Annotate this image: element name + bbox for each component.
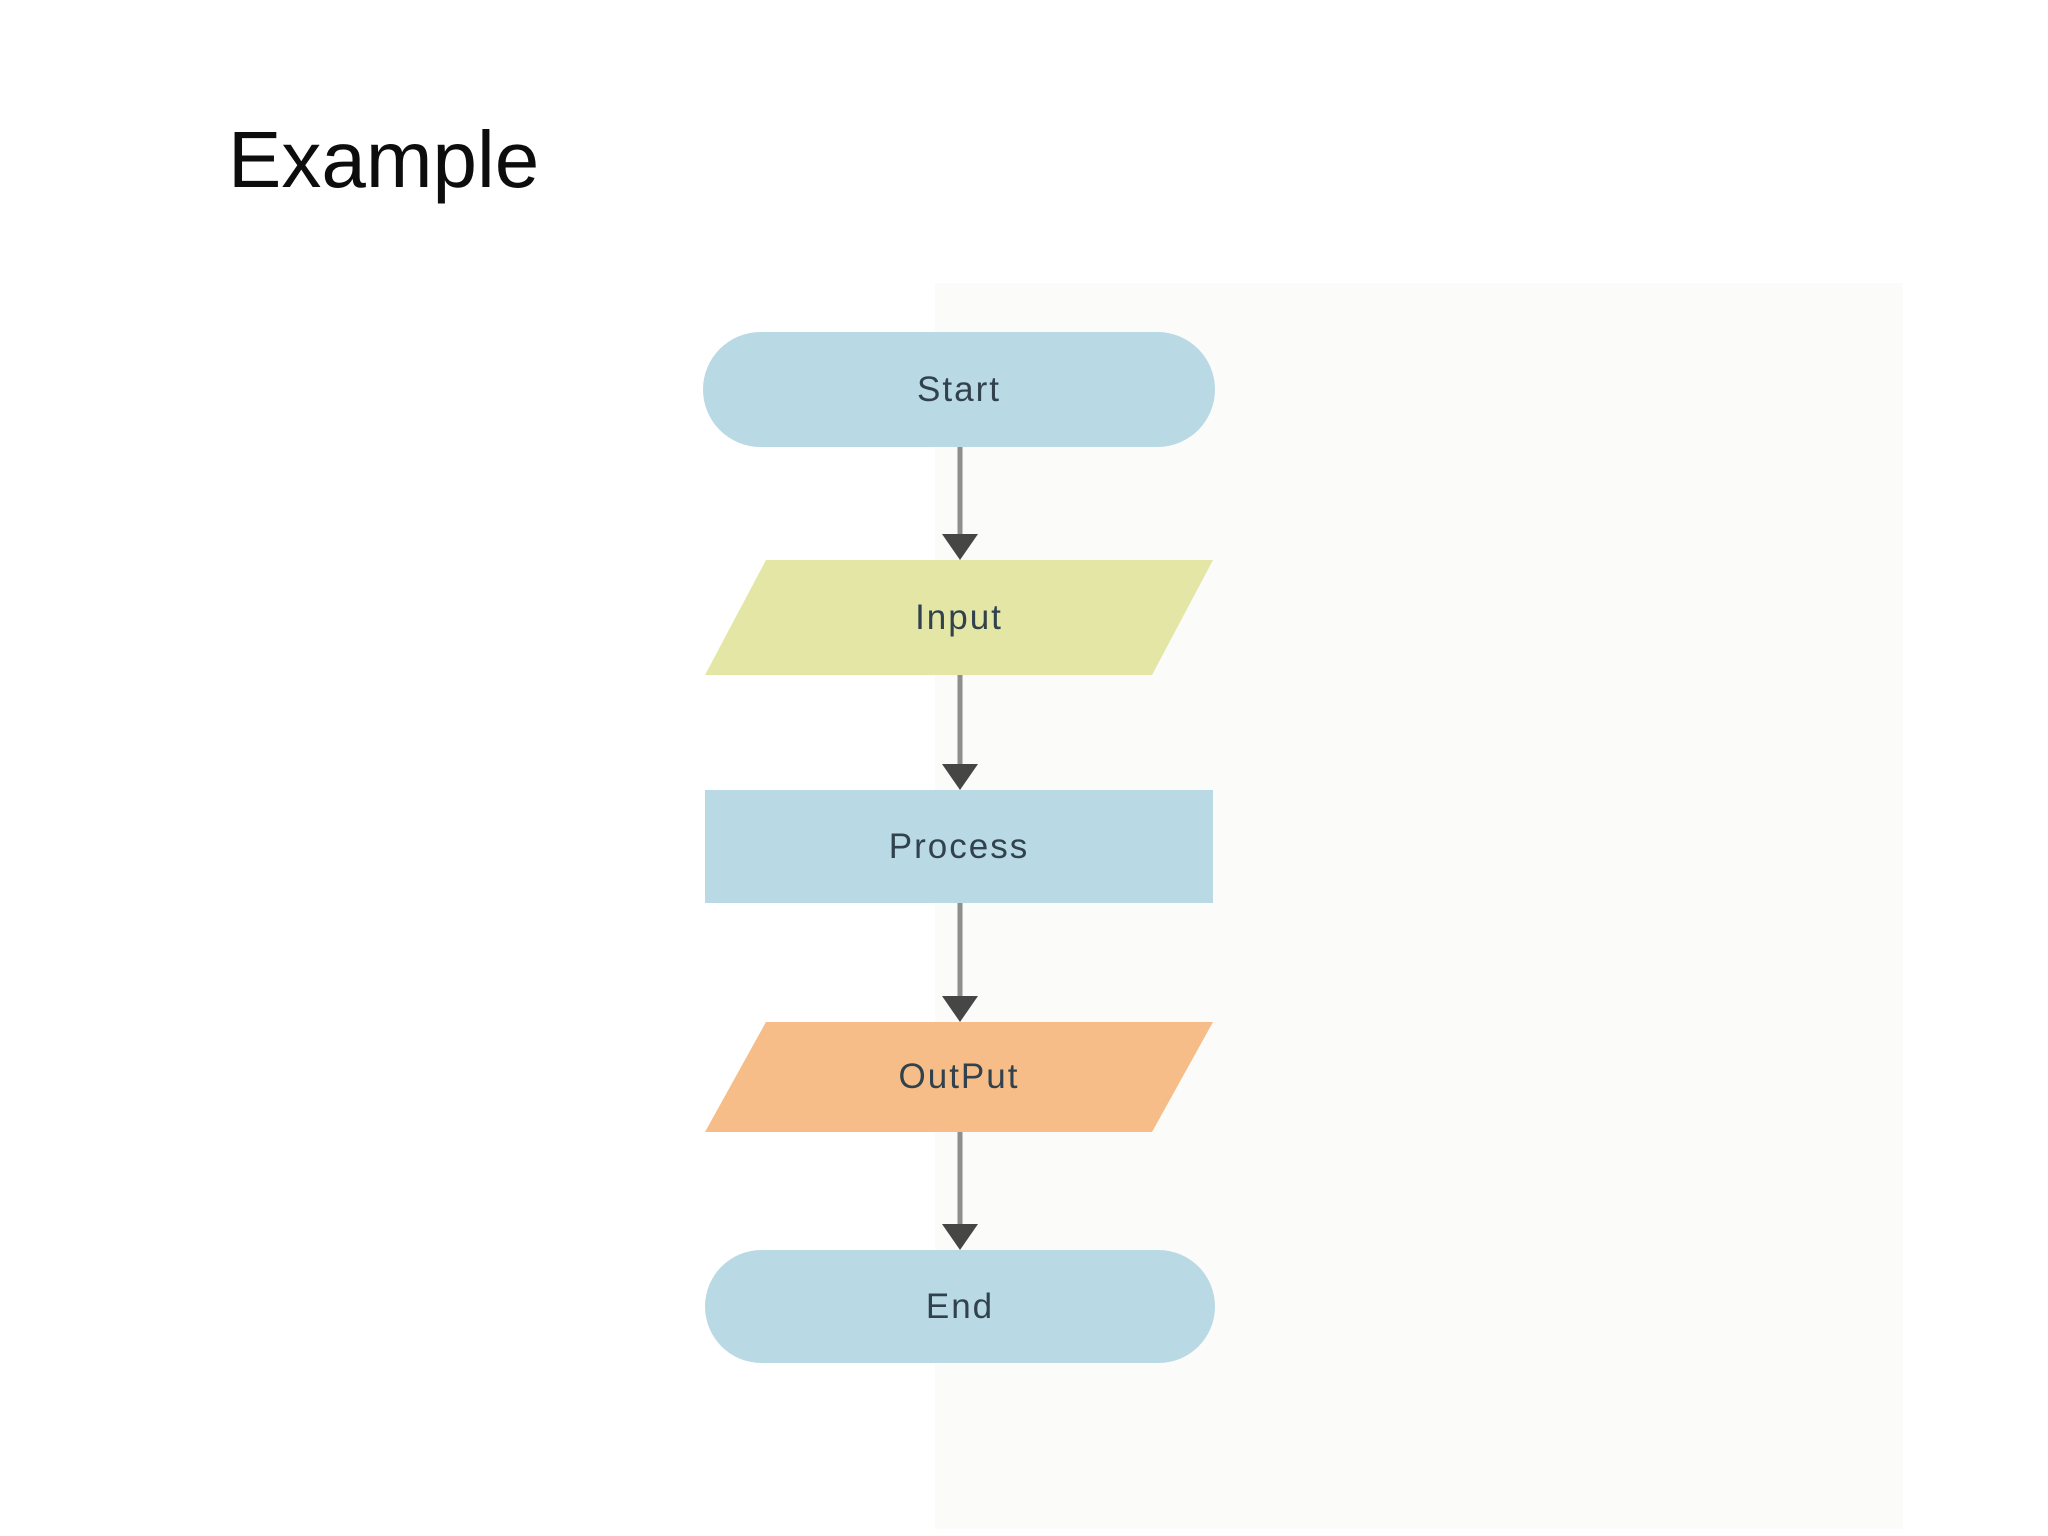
arrow-shaft [957, 447, 963, 536]
arrow-output-to-end [942, 1132, 978, 1250]
node-process-label: Process [888, 826, 1030, 866]
flowchart-node-start: Start [703, 332, 1215, 447]
flowchart-node-end: End [705, 1250, 1215, 1363]
arrow-shaft [957, 903, 963, 998]
node-start-label: Start [917, 369, 1001, 409]
flowchart-node-process: Process [705, 790, 1213, 903]
node-input-label: Input [915, 597, 1003, 637]
arrow-head-icon [942, 534, 978, 560]
arrow-shaft [957, 675, 963, 766]
arrow-start-to-input [942, 447, 978, 560]
arrow-head-icon [942, 764, 978, 790]
arrow-input-to-process [942, 675, 978, 790]
arrow-head-icon [942, 996, 978, 1022]
arrow-shaft [957, 1132, 963, 1226]
slide-title: Example [228, 115, 540, 204]
arrow-head-icon [942, 1224, 978, 1250]
arrow-process-to-output [942, 903, 978, 1022]
node-end-label: End [925, 1286, 995, 1326]
flowchart-node-input: Input [705, 560, 1213, 675]
node-output-label: OutPut [898, 1057, 1020, 1096]
flowchart-node-output: OutPut [705, 1022, 1213, 1132]
